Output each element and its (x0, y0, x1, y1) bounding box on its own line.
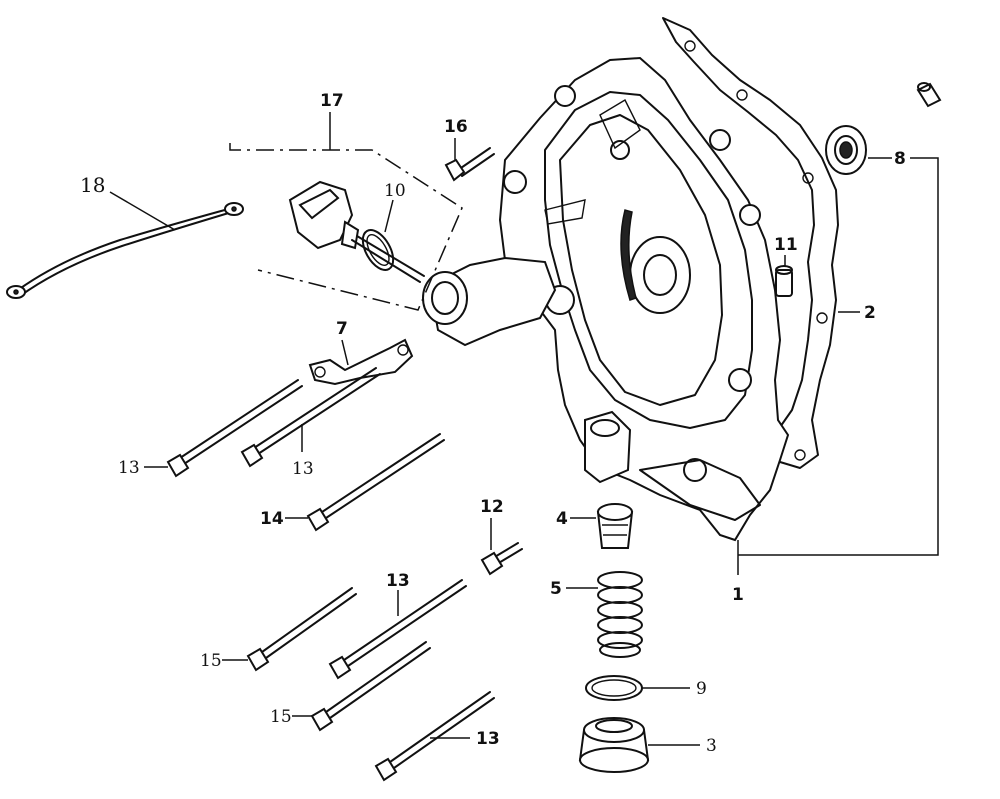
label-part-17: 17 (320, 91, 344, 111)
label-part-13-d: 13 (476, 729, 500, 749)
bolt-part-13-d (374, 691, 495, 782)
label-part-2: 2 (864, 303, 876, 323)
ground-cable-part-18 (6, 202, 244, 299)
bolt-part-14 (306, 433, 445, 532)
bolt-part-15-a (246, 587, 357, 672)
bolt-part-15-b (310, 641, 431, 732)
label-part-1: 1 (732, 585, 744, 605)
leader-lines (109, 112, 939, 746)
spring-part-5 (597, 571, 643, 658)
label-part-13-a: 13 (118, 458, 140, 478)
o-ring-part-10 (361, 229, 395, 271)
bolt-part-16 (444, 147, 495, 182)
bracket-part-7 (308, 338, 414, 386)
dowel-pin-top (916, 82, 942, 108)
callout-labels: 1 2 3 4 5 7 8 9 10 11 12 13 13 13 13 14 … (80, 91, 906, 756)
label-part-4: 4 (556, 509, 568, 529)
bolt-part-13-b (240, 367, 381, 468)
label-part-9: 9 (696, 679, 707, 699)
dowel-pin-part-11 (775, 265, 793, 297)
label-part-13-b: 13 (292, 459, 314, 479)
label-part-15-b: 15 (270, 707, 292, 727)
drain-plug-part-3 (578, 717, 650, 773)
bolt-part-12 (480, 542, 523, 576)
strainer-part-4 (596, 503, 634, 549)
label-part-15-a: 15 (200, 651, 222, 671)
label-part-3: 3 (706, 736, 717, 756)
crankcase-cover-part-1 (422, 56, 790, 542)
label-part-16: 16 (444, 117, 468, 137)
label-part-10: 10 (384, 181, 406, 201)
label-part-13-c: 13 (386, 571, 410, 591)
oil-seal-part-8 (825, 125, 867, 175)
bolt-part-13-c (328, 579, 467, 680)
label-part-7: 7 (336, 319, 348, 339)
bolt-part-13-a (166, 379, 303, 478)
label-part-18: 18 (80, 173, 105, 197)
label-part-14: 14 (260, 509, 284, 529)
label-part-8: 8 (894, 149, 906, 169)
label-part-12: 12 (480, 497, 504, 517)
label-part-5: 5 (550, 579, 562, 599)
label-part-11: 11 (774, 235, 798, 255)
o-ring-part-9 (585, 675, 643, 701)
